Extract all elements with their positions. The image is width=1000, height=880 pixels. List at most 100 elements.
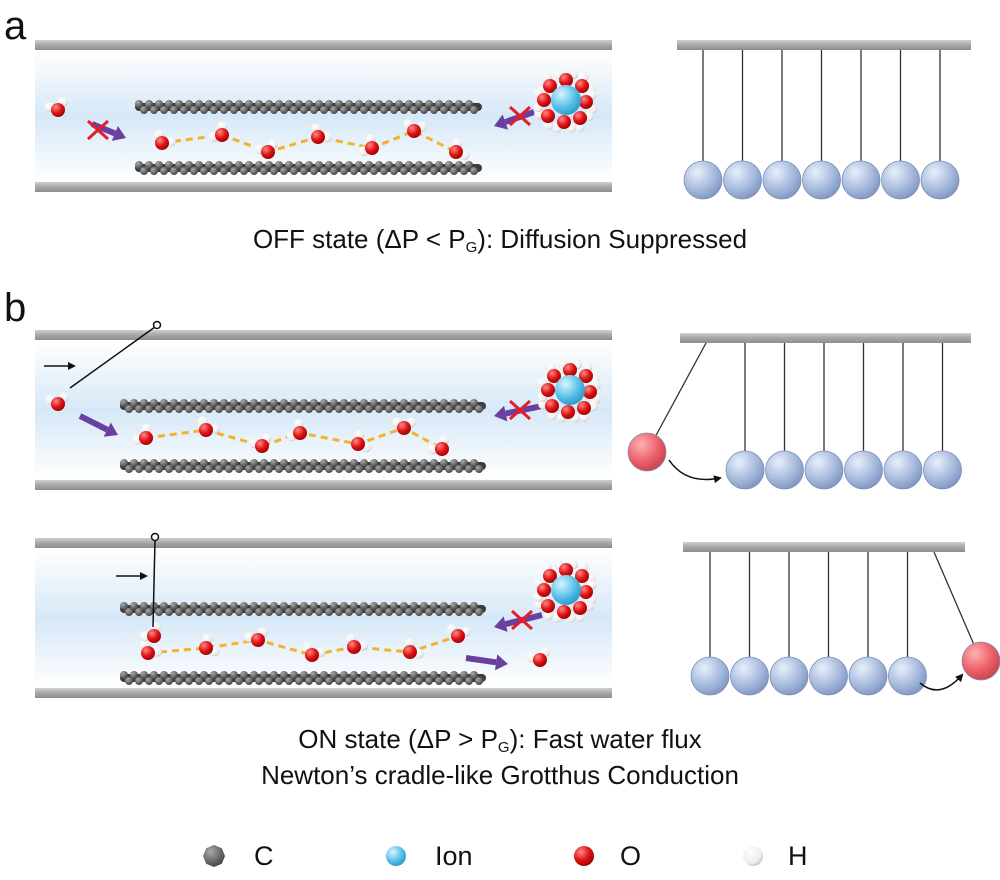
carbon-atom [280, 167, 288, 175]
carbon-atom [345, 608, 353, 616]
carbon-atom [365, 465, 373, 473]
carbon-atom [295, 608, 303, 616]
carbon-atom [390, 671, 398, 679]
carbon-atom [355, 161, 363, 169]
channel-water [208, 121, 229, 142]
channel-water [403, 638, 424, 659]
carbon-atom [260, 106, 268, 114]
carbon-atom [230, 167, 238, 175]
carbon-atom [225, 465, 233, 473]
carbon-atom [190, 459, 198, 467]
carbon-atom [450, 459, 458, 467]
oxygen-atom [139, 431, 153, 445]
carbon-atom [150, 671, 158, 679]
carbon-atom [220, 671, 228, 679]
carbon-atom [365, 677, 373, 685]
cradle-bar [680, 333, 971, 343]
carbon-atom [195, 465, 203, 473]
carbon-atom [340, 167, 348, 175]
hydration-water [577, 401, 598, 422]
channel-on-2 [35, 532, 612, 698]
channel-water [449, 138, 470, 161]
carbon-atom [140, 167, 148, 175]
cradle-bar [683, 542, 965, 552]
carbon-atom [250, 106, 258, 114]
carbon-atom [415, 161, 423, 169]
oxygen-atom [403, 645, 417, 659]
oxygen-atom [533, 653, 547, 667]
carbon-atom [370, 602, 378, 610]
carbon-atom [280, 459, 288, 467]
carbon-atom [400, 399, 408, 407]
oxygen-atom [451, 629, 465, 643]
carbon-atom [415, 677, 423, 685]
blocked-mark-ion-on-2 [510, 609, 534, 631]
oxygen-atom [577, 401, 591, 415]
carbon-atom [470, 167, 478, 175]
caption-on-main: ON state (ΔP > P [298, 724, 498, 754]
carbon-atom [205, 161, 213, 169]
carbon-atom [365, 100, 373, 108]
carbon-atom [415, 608, 423, 616]
carbon-atom [400, 459, 408, 467]
carbon-atom [245, 405, 253, 413]
carbon-atom [370, 106, 378, 114]
carbon-atom [450, 399, 458, 407]
carbon-atom [305, 465, 313, 473]
carbon-atom [290, 602, 298, 610]
hydration-water [579, 89, 597, 115]
carbon-atom [335, 405, 343, 413]
hydrated-ion-on-1 [537, 359, 601, 423]
carbon-atom [195, 405, 203, 413]
carbon-atom [235, 677, 243, 685]
carbon-atom [245, 465, 253, 473]
carbon-atom [255, 100, 263, 108]
carbon-atom [250, 671, 258, 679]
carbon-atom [360, 167, 368, 175]
cradle-ball [923, 450, 962, 490]
channel-wall-bottom [35, 182, 612, 192]
carbon-atom [385, 677, 393, 685]
carbon-atom [475, 405, 483, 413]
channel-water [358, 134, 379, 157]
caption-off-main: OFF state (ΔP < P [252, 224, 466, 254]
carbon-atom [305, 405, 313, 413]
oxygen-atom [575, 79, 589, 93]
carbon-atom [415, 465, 423, 473]
carbon-atom [455, 677, 463, 685]
carbon-atom [130, 459, 138, 467]
carbon-atom [415, 405, 423, 413]
carbon-atom [165, 677, 173, 685]
carbon-atom [445, 608, 453, 616]
carbon-atom [205, 465, 213, 473]
arrow-head [494, 114, 508, 130]
hydration-water [555, 405, 581, 423]
carbon-atom [390, 167, 398, 175]
carbon-atom [420, 399, 428, 407]
hydration-water [534, 109, 555, 130]
hydrated-ion-off [533, 69, 597, 133]
cradle-ball [802, 160, 841, 200]
carbon-atom [215, 608, 223, 616]
legend-label-ion: Ion [435, 841, 473, 871]
carbon-atom [350, 399, 358, 407]
carbon-atom [460, 671, 468, 679]
oxygen-atom [397, 421, 411, 435]
carbon-atom [425, 608, 433, 616]
hydration-water [551, 115, 577, 133]
cradle-ball [841, 160, 881, 200]
cradle-ball-active [627, 432, 667, 472]
bulk-water-left [44, 97, 68, 117]
carbon-atom [240, 167, 248, 175]
carbon-atom [420, 602, 428, 610]
graphene-bottom-on-1 [120, 459, 486, 473]
carbon-atom [225, 677, 233, 685]
caption-off-state: OFF state (ΔP < PG): Diffusion Suppresse… [0, 224, 1000, 256]
carbon-atom [155, 677, 163, 685]
carbon-atom [310, 106, 318, 114]
oxygen-atom [547, 369, 561, 383]
channel-water [403, 119, 427, 138]
carbon-atom [130, 602, 138, 610]
carbon-atom [345, 161, 353, 169]
carbon-atom [320, 167, 328, 175]
